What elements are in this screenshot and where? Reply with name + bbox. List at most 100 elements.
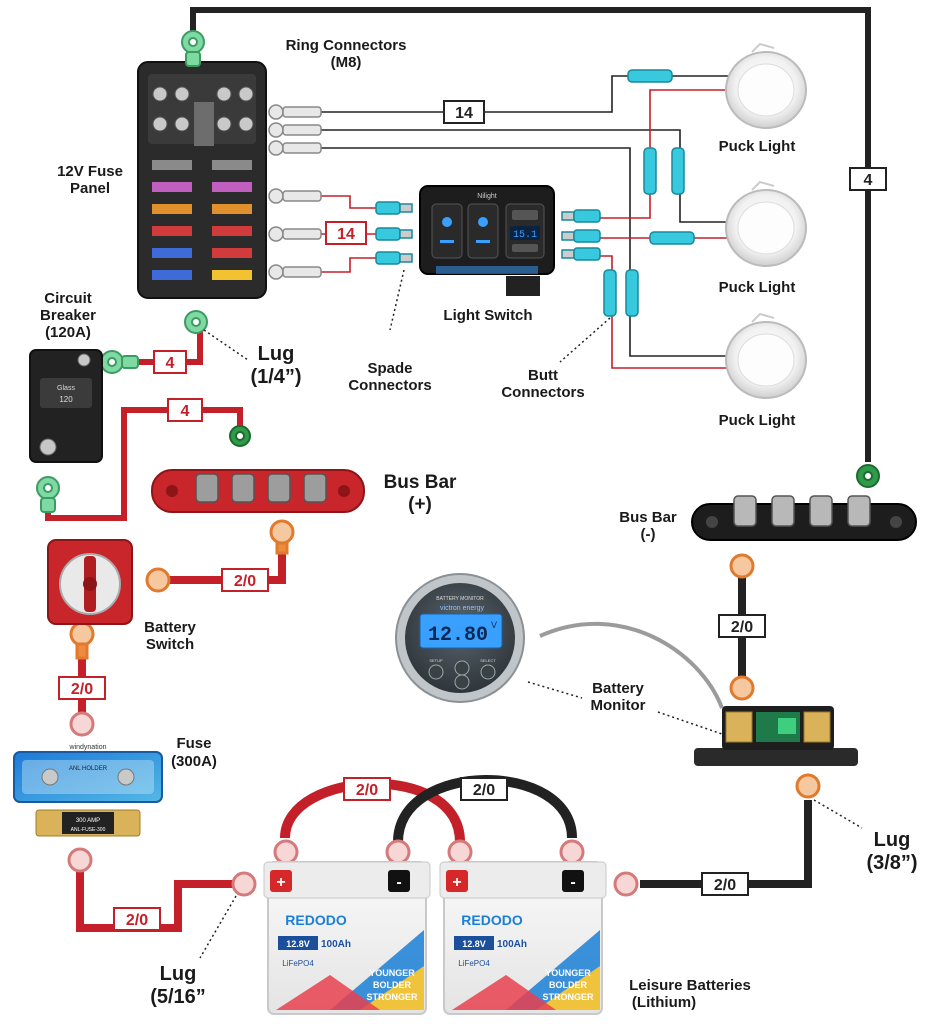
label-fuse-2: (300A) [171, 753, 217, 770]
label-bus-bar-neg: Bus Bar [619, 509, 677, 526]
svg-text:V: V [491, 620, 497, 630]
svg-text:BOLDER: BOLDER [549, 980, 588, 990]
svg-text:LiFePO4: LiFePO4 [458, 959, 490, 968]
wire-light-neg-3 [320, 147, 740, 357]
label-lug-three-eighths: Lug [874, 829, 911, 851]
lug-busbar-neg-small [856, 464, 880, 488]
gauge-tag-busbar-switch: 2/0 [221, 568, 269, 592]
wire-breaker-busbar [45, 407, 243, 521]
lug-busbar-pos-out [269, 519, 295, 555]
puck-light-2 [725, 180, 807, 267]
svg-text:14: 14 [337, 226, 355, 243]
svg-text:2/0: 2/0 [731, 619, 753, 636]
svg-text:LiFePO4: LiFePO4 [282, 959, 314, 968]
gauge-tag-breaker-busbar: 4 [167, 398, 203, 422]
svg-text:120: 120 [59, 395, 73, 404]
label-puck-light-3: Puck Light [719, 412, 796, 429]
label-fuse-panel: 12V Fuse [57, 163, 123, 180]
svg-text:STRONGER: STRONGER [366, 992, 418, 1002]
lug-busbar-neg-out [729, 553, 755, 579]
svg-text:12.8V: 12.8V [462, 939, 486, 949]
svg-text:14: 14 [455, 105, 473, 122]
label-leisure-batteries: Leisure Batteries [629, 977, 751, 994]
battery-2: + - REDODO 12.8V 100Ah LiFePO4 YOUNGER B… [439, 861, 607, 1015]
svg-text:+: + [452, 874, 461, 891]
lug-panel-ground [181, 30, 205, 67]
lug-switch-in [145, 567, 171, 593]
bus-bar-negative [691, 495, 917, 541]
orange-lugs [67, 519, 821, 897]
fuse-panel-blades [152, 160, 252, 280]
svg-text:4: 4 [864, 172, 873, 189]
label-lug-five-sixteenths: Lug [160, 963, 197, 985]
svg-text:YOUNGER: YOUNGER [369, 968, 415, 978]
fuse-panel [137, 61, 322, 299]
svg-text:100Ah: 100Ah [321, 939, 351, 950]
lug-battery-link-neg-b [559, 839, 585, 865]
label-lug-five-sixteenths-size: (5/16” [150, 986, 206, 1008]
wire-fuse-battery [76, 862, 236, 932]
wire-battery-shunt [640, 800, 812, 888]
svg-text:2/0: 2/0 [473, 782, 495, 799]
lug-battery-link-neg-a [385, 839, 411, 865]
svg-text:BOLDER: BOLDER [373, 980, 412, 990]
leader-lines [199, 269, 863, 959]
lug-busbar-pos-small [229, 425, 251, 447]
gauge-tag-switch-feed: 14 [325, 221, 367, 245]
bus-bar-positive [151, 469, 365, 513]
battery-switch [47, 539, 133, 625]
spade-connectors [375, 201, 601, 265]
label-circuit-breaker: Circuit [44, 290, 92, 307]
wire-switch-feed-1 [320, 195, 378, 209]
wire-breaker-panel [118, 330, 203, 365]
label-butt-connectors-2: Connectors [501, 384, 584, 401]
label-battery-monitor: Battery [592, 680, 644, 697]
ring-connectors [268, 104, 322, 280]
gauge-tag-light-feed: 14 [443, 100, 485, 124]
label-light-switch: Light Switch [443, 307, 532, 324]
gauge-tag-ground-main: 4 [849, 167, 887, 191]
lug-battery-neg-main [613, 871, 639, 897]
puck-light-3 [725, 312, 807, 399]
light-switch: Nilight 15.1 [419, 185, 555, 296]
gauge-tag-battery-shunt: 2/0 [701, 872, 749, 896]
svg-text:YOUNGER: YOUNGER [545, 968, 591, 978]
label-bus-bar-pos: Bus Bar [384, 472, 457, 493]
lug-fuse-out [67, 847, 93, 873]
svg-text:STRONGER: STRONGER [542, 992, 594, 1002]
lug-battery-link-pos-a [273, 839, 299, 865]
svg-text:Nilight: Nilight [477, 193, 497, 200]
label-lug-three-eighths-size: (3/8”) [866, 852, 917, 874]
svg-text:windynation: windynation [69, 744, 107, 751]
gauge-tag-fuse-battery: 2/0 [113, 907, 161, 931]
svg-text:2/0: 2/0 [234, 573, 256, 590]
svg-text:-: - [396, 874, 401, 891]
label-bus-bar-neg-2: (-) [641, 526, 656, 543]
lug-panel-positive [184, 310, 208, 334]
svg-text:BATTERY MONITOR: BATTERY MONITOR [436, 596, 484, 602]
lug-shunt-out [795, 773, 821, 799]
label-ring-connectors-size: (M8) [331, 54, 362, 71]
lug-battery-pos-main [231, 871, 257, 897]
svg-text:Glass: Glass [57, 385, 75, 392]
wire-light-neg-1 [320, 75, 740, 113]
label-ring-connectors: Ring Connectors [286, 37, 407, 54]
svg-text:SELECT: SELECT [480, 658, 496, 663]
label-circuit-breaker-2: Breaker [40, 307, 96, 324]
battery-1: + - REDODO 12.8V 100Ah LiFePO4 YOUNGER B… [263, 861, 431, 1015]
svg-text:SETUP: SETUP [429, 658, 443, 663]
svg-text:2/0: 2/0 [714, 877, 736, 894]
label-fuse: Fuse [176, 735, 211, 752]
gauge-tag-breaker-panel: 4 [153, 350, 187, 374]
svg-text:4: 4 [166, 355, 175, 372]
wire-light-pos-3 [600, 255, 740, 369]
svg-text:15.1: 15.1 [513, 230, 537, 241]
puck-light-1 [725, 42, 807, 129]
label-battery-switch-2: Switch [146, 636, 194, 653]
svg-text:-: - [570, 874, 575, 891]
gauge-tag-switch-fuse: 2/0 [58, 676, 106, 700]
gauge-tag-monitor-busbar: 2/0 [718, 614, 766, 638]
svg-text:victron energy: victron energy [440, 605, 484, 612]
label-circuit-breaker-3: (120A) [45, 324, 91, 341]
gauge-tags: 14 14 4 4 4 2/0 2/0 2/0 [58, 100, 887, 931]
